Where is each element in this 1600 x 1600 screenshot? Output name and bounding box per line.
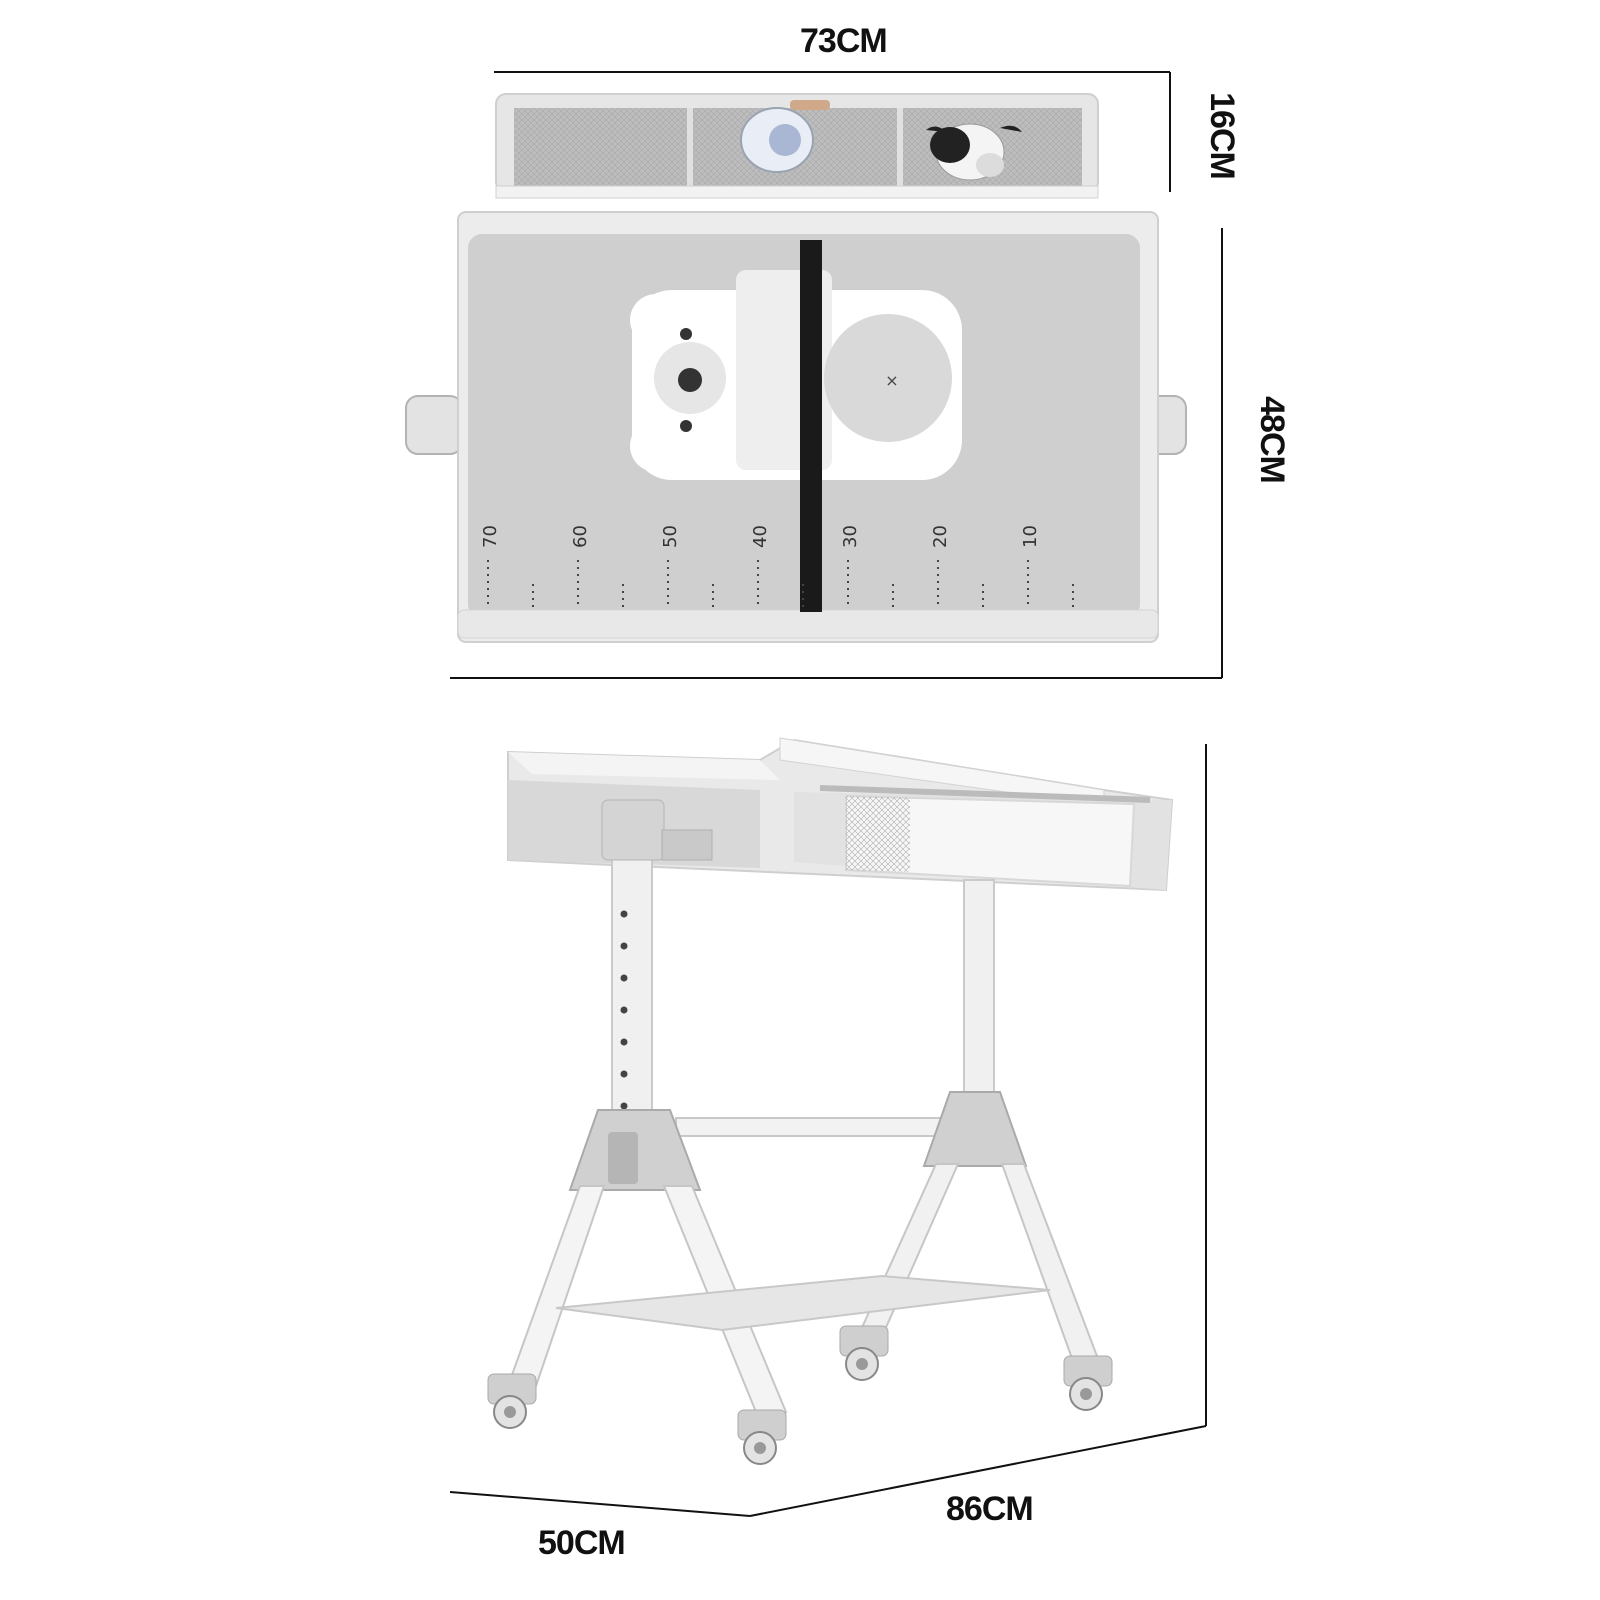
bear-illustration: × [630, 270, 962, 480]
adjust-hole [620, 974, 628, 982]
dim-line-50 [449, 1491, 751, 1517]
svg-text:×: × [885, 371, 898, 390]
dim-label-top-depth: 48CM [1252, 396, 1291, 483]
lower-shelf [555, 1274, 1051, 1332]
left-handle [405, 395, 463, 455]
scale-label: 50 [660, 525, 681, 548]
caster-wheel [487, 1373, 537, 1429]
dim-label-length: 86CM [946, 1490, 1034, 1528]
top-view: × 70 60 50 40 30 20 10 [405, 71, 1223, 679]
crossbar [675, 1117, 977, 1137]
scale-label: 30 [840, 525, 861, 548]
scale-label: 10 [1020, 525, 1041, 548]
rear-joint [922, 1091, 1028, 1167]
caster-wheel [737, 1409, 787, 1465]
scale-label: 20 [930, 525, 951, 548]
front-left-leg [506, 1185, 606, 1387]
scale-label: 40 [750, 525, 771, 548]
dim-label-organizer-depth: 16CM [1202, 92, 1241, 179]
plush-toy-icon [926, 123, 1022, 181]
caster-wheel [1063, 1355, 1113, 1411]
dim-line-86 [749, 1425, 1207, 1517]
perspective-view [449, 737, 1207, 1517]
adjust-hole [620, 1038, 628, 1046]
rear-leg-column [963, 879, 995, 1111]
caster-wheels [487, 1325, 1113, 1465]
organizer-basket [495, 93, 1099, 199]
adjust-hole [620, 910, 628, 918]
adjust-hole [620, 1070, 628, 1078]
rear-right-leg [1000, 1163, 1102, 1365]
adjust-hole [620, 942, 628, 950]
caster-wheel [839, 1325, 889, 1381]
dim-label-width: 50CM [538, 1524, 626, 1562]
scale-label: 60 [570, 525, 591, 548]
height-adjust-holes [620, 910, 628, 1110]
scale-label: 70 [480, 525, 501, 548]
side-mesh-basket [819, 785, 1151, 888]
adjust-hole [620, 1102, 628, 1110]
safety-strap [800, 240, 822, 612]
front-leg-column [601, 799, 713, 1111]
bottle-icon [740, 100, 830, 173]
height-scale: 70 60 50 40 30 20 10 [480, 525, 1074, 608]
front-joint [568, 1109, 702, 1191]
adjust-hole [620, 1006, 628, 1014]
dim-label-top-width: 73CM [800, 22, 888, 60]
